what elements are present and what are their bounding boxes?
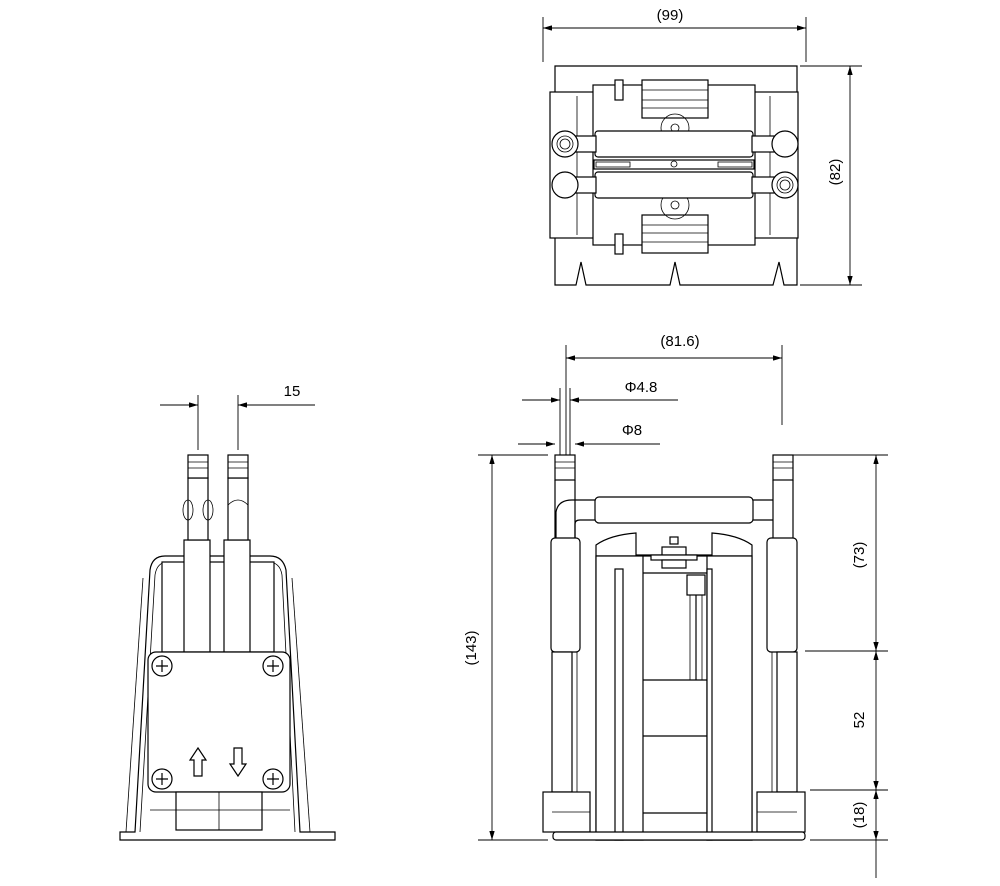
side-view: [119, 454, 336, 841]
middle-height-label: 52: [851, 712, 868, 729]
front-view: [542, 454, 806, 841]
total-height-label: (143): [463, 630, 480, 665]
screw-icon: [151, 655, 284, 790]
outer-diameter-label: Φ8: [622, 422, 642, 439]
base-height-label: (18): [851, 802, 868, 829]
inner-diameter-label: Φ4.8: [625, 379, 658, 396]
arrow-up-icon: [188, 746, 208, 777]
top-view: [549, 65, 799, 286]
top-depth-label: (82): [827, 159, 844, 186]
front-width-label: (81.6): [660, 333, 699, 350]
top-width-label: (99): [657, 7, 684, 24]
side-pitch-label: 15: [284, 383, 301, 400]
front-view-dimensions: [478, 345, 888, 878]
side-view-dimensions: [160, 395, 315, 450]
upper-height-label: (73): [851, 542, 868, 569]
arrow-down-icon: [228, 747, 248, 778]
top-view-dimensions: [542, 17, 862, 286]
